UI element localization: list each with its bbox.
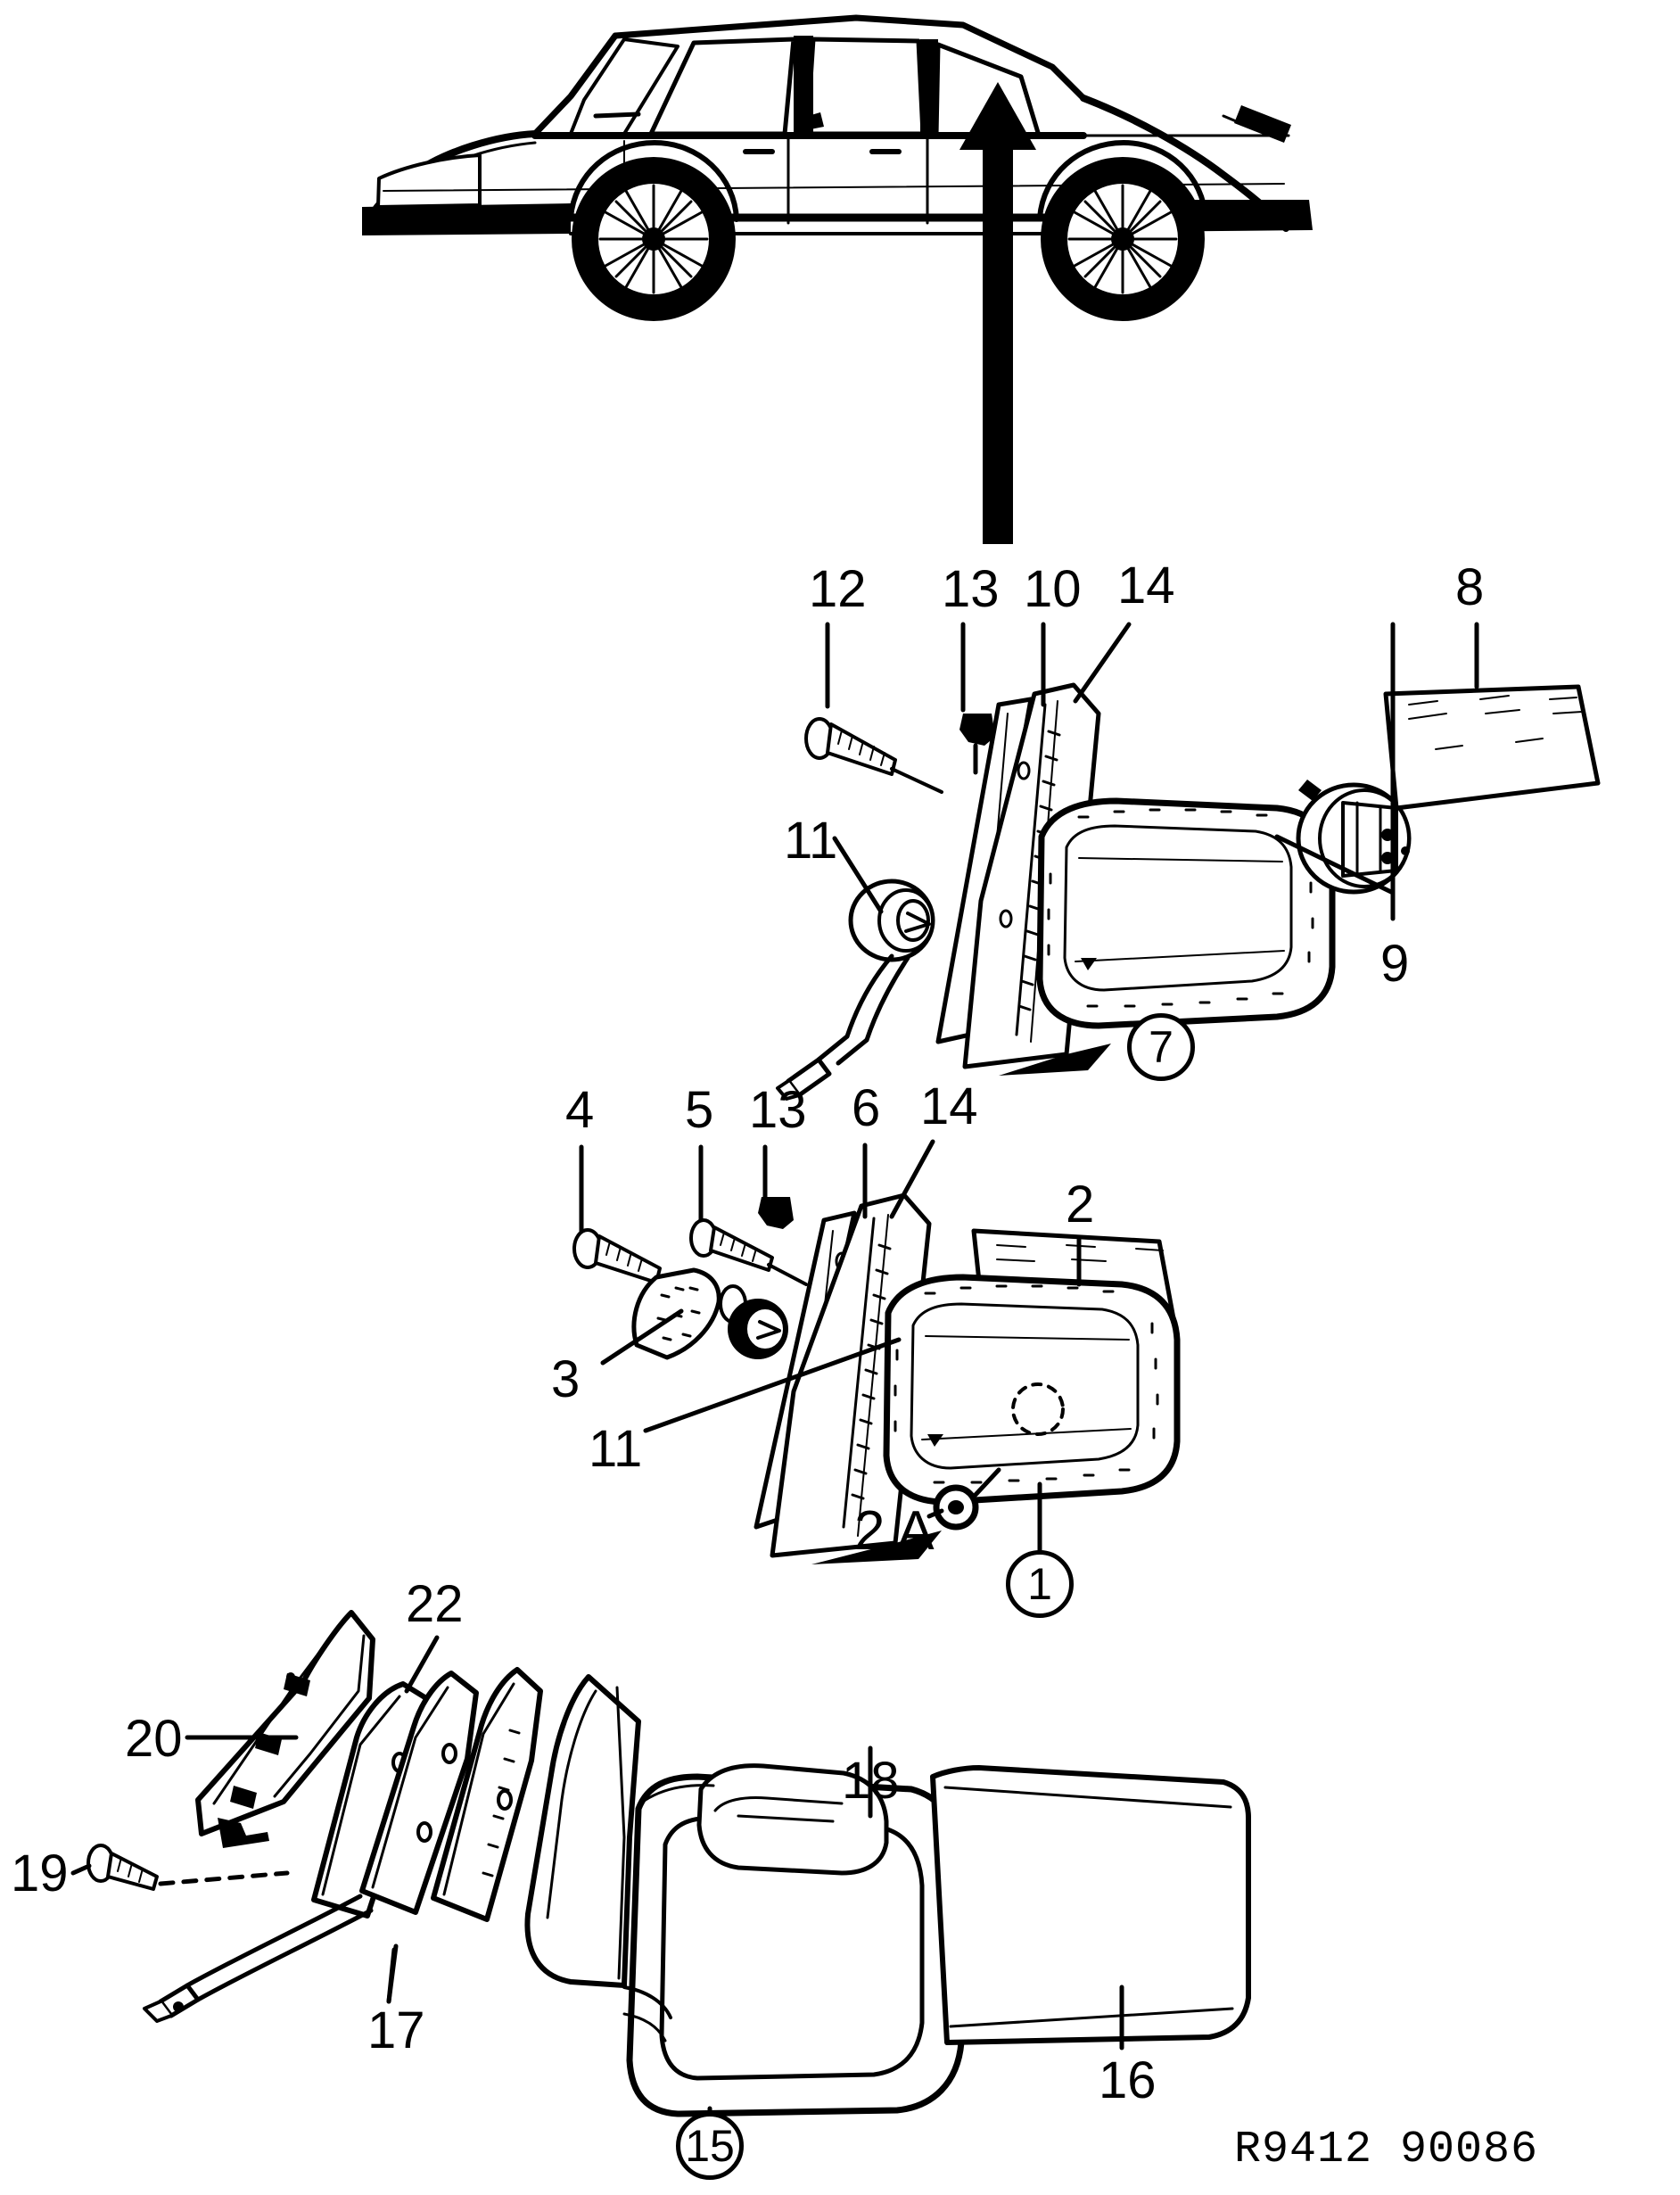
part-17-base-plate: [359, 1667, 543, 2004]
part-11-grommet-upper: [848, 879, 935, 962]
part-11-grommet-lower: [728, 1299, 788, 1359]
part-4-screw: [572, 1228, 662, 1284]
location-arrow: [959, 82, 1036, 544]
part-19-screw: [86, 1844, 159, 1891]
assembly-1-graphic: [572, 1192, 1181, 1564]
callout-7-circled: 7: [1127, 1013, 1195, 1081]
part-8-mirror-glass-upper: [1383, 684, 1601, 811]
callout-11-lower: 11: [589, 1420, 643, 1478]
part-1-mirror-housing: [883, 1274, 1181, 1506]
callout-16: 16: [1099, 2051, 1157, 2109]
callout-14-upper: 14: [1117, 557, 1175, 615]
part-20-trim-cover: [195, 1610, 375, 1848]
callout-19: 19: [11, 1844, 69, 1902]
callout-10: 10: [1024, 560, 1082, 618]
callout-15-circled: 15: [676, 2112, 744, 2180]
assembly-15-graphic: [86, 1610, 1251, 2117]
part-16-mirror-glass: [930, 1765, 1251, 2045]
callout-3: 3: [551, 1350, 581, 1408]
part-3-boot: [631, 1267, 747, 1360]
callout-2a: 2 A: [854, 1500, 935, 1562]
callout-4: 4: [565, 1081, 595, 1139]
car-side-view-graphic: [362, 14, 1313, 321]
part-5-screw: [689, 1218, 808, 1286]
callout-12: 12: [809, 560, 867, 618]
part-12-screw: [804, 717, 943, 794]
callout-1-circled: 1: [1006, 1550, 1074, 1618]
callout-13-lower: 13: [749, 1081, 807, 1139]
part-15-mirror-housing: [524, 1674, 965, 2117]
callout-17: 17: [367, 2001, 425, 2059]
callout-14-lower: 14: [920, 1077, 978, 1135]
callout-13-upper: 13: [942, 560, 1000, 618]
callout-8: 8: [1455, 558, 1485, 616]
callout-22: 22: [406, 1575, 464, 1633]
part-13-clip-lower: [758, 1197, 794, 1229]
callout-6: 6: [852, 1079, 881, 1137]
callout-5: 5: [685, 1081, 714, 1139]
part-13-clip-upper: [959, 714, 995, 775]
callout-9: 9: [1380, 935, 1410, 993]
callout-2: 2: [1066, 1176, 1095, 1234]
callout-18: 18: [842, 1752, 900, 1810]
part-11-cable-upper: [776, 953, 910, 1101]
part-17-cable: [143, 1894, 374, 2023]
installation-guide-line: [158, 1870, 290, 1886]
part-2a-eyelet: [933, 1484, 979, 1531]
drawing-number: R9412 90086: [1234, 2125, 1539, 2175]
part-7-mirror-housing: [1036, 797, 1336, 1029]
callout-20: 20: [125, 1710, 183, 1768]
callout-11-upper: 11: [784, 812, 838, 870]
part-9-mirror-motor: [1296, 780, 1412, 895]
assembly-7-graphic: [776, 682, 1601, 1101]
